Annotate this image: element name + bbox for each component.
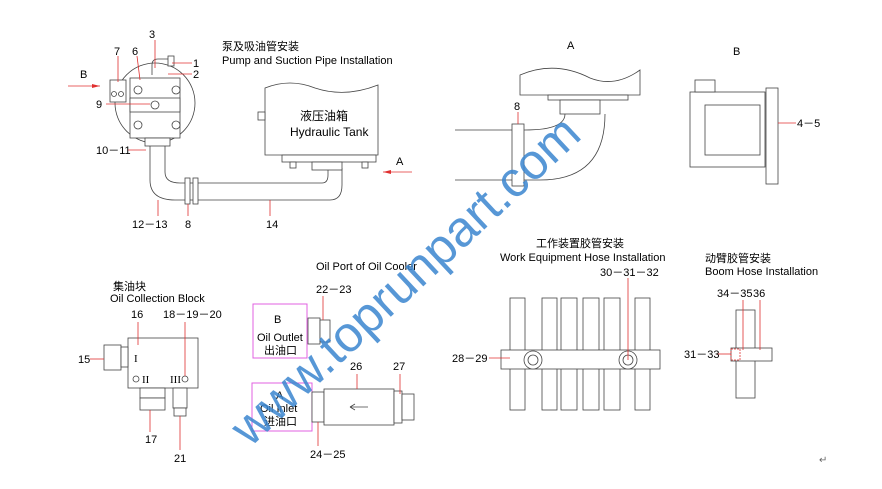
oil-cooler-port: Oil Port of Oil Cooler B Oil Outlet 出油口 … — [251, 261, 417, 461]
part-label: 15 — [78, 354, 90, 366]
view-b-title: B — [733, 46, 740, 58]
view-b-detail: B 4－5 — [689, 46, 820, 185]
boom-clamp — [730, 347, 773, 362]
view-a-arrow-icon — [383, 170, 391, 174]
part-label: 36 — [753, 288, 765, 300]
part-label: 4－5 — [797, 118, 820, 130]
part-label: 8 — [514, 101, 520, 113]
part-label: 6 — [132, 46, 138, 58]
return-mark: ↵ — [819, 455, 827, 466]
inlet-label-en: Oil Inlet — [260, 403, 297, 415]
oil-collection-block: 集油块 Oil Collection Block I II III 15 16 … — [78, 279, 222, 465]
part-label: 16 — [131, 309, 143, 321]
part-label: 24－25 — [310, 449, 345, 461]
boom-title-en: Boom Hose Installation — [705, 266, 818, 278]
part-label: 17 — [145, 434, 157, 446]
part-label: 21 — [174, 453, 186, 465]
flow-arrow-icon — [349, 403, 368, 411]
view-a-detail: A 8 — [455, 40, 641, 187]
part-label: 2 — [193, 69, 199, 81]
inlet-label-cn: 进油口 — [264, 414, 297, 428]
oil-outlet-box — [252, 303, 308, 359]
pump-title-cn: 泵及吸油管安装 — [222, 39, 299, 53]
pump-elbow — [151, 58, 170, 75]
part-label: 1 — [193, 58, 199, 70]
part-label: 14 — [266, 219, 278, 231]
view-b-arrow-icon — [92, 84, 100, 88]
part-label: 12－13 — [132, 219, 167, 231]
part-label: 22－23 — [316, 284, 351, 296]
boom-title-cn: 动臂胶管安装 — [705, 251, 771, 265]
part-label: 18－19－20 — [163, 309, 222, 321]
view-a-marker: A — [396, 156, 404, 168]
outlet-letter: B — [274, 314, 281, 326]
part-label: 7 — [114, 46, 120, 58]
boom-hose: 动臂胶管安装 Boom Hose Installation 34－35 36 3… — [684, 251, 818, 399]
outlet-label-cn: 出油口 — [264, 343, 297, 357]
part-label: 3 — [149, 29, 155, 41]
outlet-label-en: Oil Outlet — [257, 332, 303, 344]
cooler-title: Oil Port of Oil Cooler — [316, 261, 417, 273]
port-label: II — [142, 374, 150, 386]
block-title-cn: 集油块 — [113, 279, 146, 293]
part-label: 8 — [185, 219, 191, 231]
pump-suction-assembly: 泵及吸油管安装 Pump and Suction Pipe Installati… — [68, 29, 412, 231]
part-label: 10－11 — [96, 145, 131, 157]
inlet-letter: A — [276, 390, 284, 402]
pump-title-en: Pump and Suction Pipe Installation — [222, 55, 393, 67]
port-label: I — [134, 353, 138, 365]
hydraulic-tank — [264, 82, 379, 156]
part-label: 28－29 — [452, 353, 487, 365]
port-label: III — [170, 374, 181, 386]
part-label: 27 — [393, 361, 405, 373]
work-equipment-hoses: 工作装置胶管安装 Work Equipment Hose Installatio… — [452, 236, 666, 411]
part-label: 30－31－32 — [600, 267, 659, 279]
view-a-title: A — [567, 40, 575, 52]
work-title-en: Work Equipment Hose Installation — [500, 252, 666, 264]
block-title-en: Oil Collection Block — [110, 293, 205, 305]
part-label: 9 — [96, 99, 102, 111]
work-title-cn: 工作装置胶管安装 — [536, 236, 624, 250]
tank-label-en: Hydraulic Tank — [290, 125, 369, 139]
tank-label-cn: 液压油箱 — [300, 108, 348, 123]
suction-pipe — [149, 146, 343, 201]
view-b-marker: B — [80, 69, 87, 81]
part-label: 34－35 — [717, 288, 752, 300]
part-label: 31－33 — [684, 349, 719, 361]
pump-valve — [109, 79, 127, 103]
part-label: 26 — [350, 361, 362, 373]
